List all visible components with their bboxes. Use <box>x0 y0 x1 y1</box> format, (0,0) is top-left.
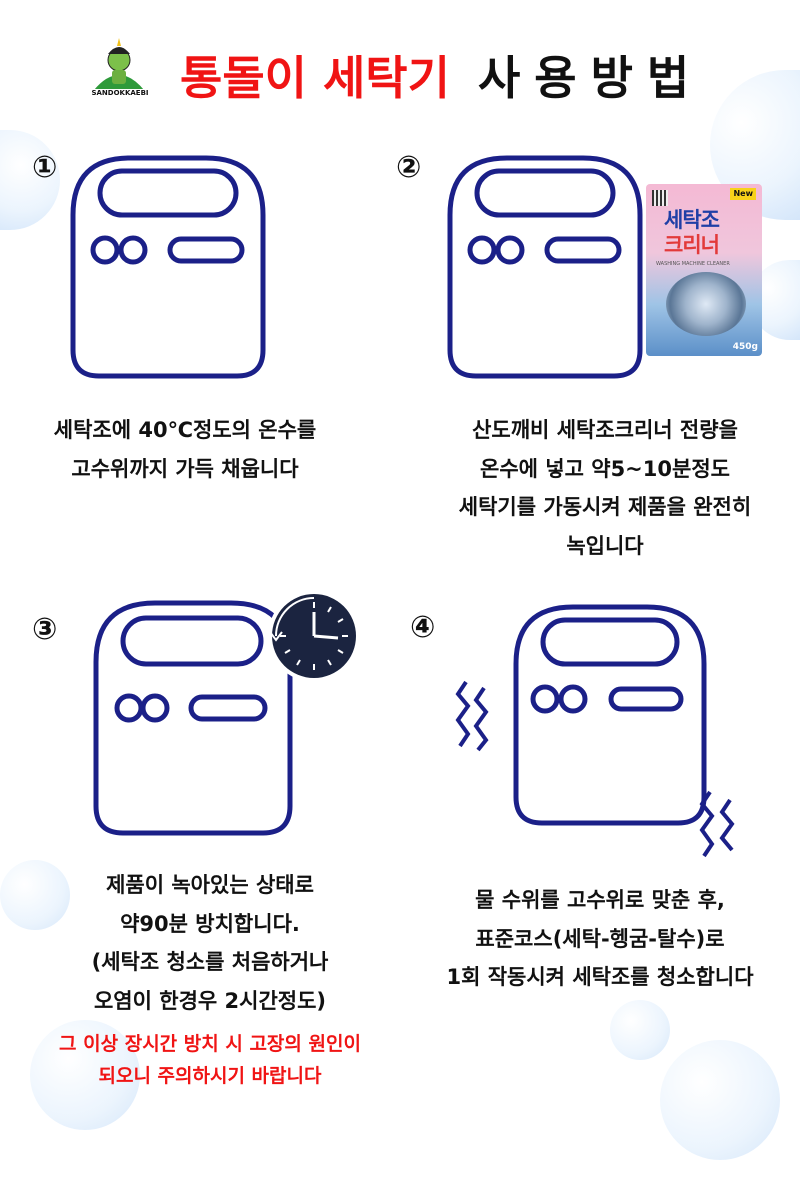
washing-machine-icon <box>93 600 293 836</box>
text-line: 세탁기를 가동시켜 제품을 완전히 <box>458 495 752 519</box>
text-line: 물 수위를 고수위로 맞춘 후, <box>475 888 725 912</box>
step-number-2: ② <box>396 150 422 185</box>
step-3-text: 제품이 녹아있는 상태로 약90분 방치합니다. (세탁조 청소를 처음하거나 … <box>59 866 361 1092</box>
step-2-text: 산도깨비 세탁조크리너 전량을 온수에 넣고 약5~10분정도 세탁기를 가동시… <box>459 411 751 565</box>
step-number-1: ① <box>32 150 58 185</box>
step-number-4: ④ <box>410 610 436 645</box>
text-line: 온수에 넣고 약5~10분정도 <box>480 456 730 481</box>
vibration-icon <box>455 680 489 752</box>
text-line: 세탁조에 40℃정도의 온수를 <box>53 418 317 442</box>
bubble-decoration <box>0 860 70 930</box>
product-subtitle: WASHING MACHINE CLEANER <box>656 261 730 267</box>
washing-machine-icon <box>513 604 707 826</box>
text-line: (세탁조 청소를 처음하거나 <box>91 950 329 974</box>
logo-text: SANDOKKAEBI <box>91 89 149 97</box>
text-line: 1회 작동시켜 세탁조를 청소합니다 <box>446 965 754 989</box>
text-line: 산도깨비 세탁조크리너 전량을 <box>472 418 738 442</box>
new-badge: New <box>730 188 756 200</box>
text-line: 제품이 녹아있는 상태로 <box>106 873 314 897</box>
step-4-text: 물 수위를 고수위로 맞춘 후, 표준코스(세탁-헹굼-탈수)로 1회 작동시켜… <box>446 881 753 997</box>
warning-line: 되오니 주의하시기 바랍니다 <box>98 1065 322 1087</box>
bubble-decoration <box>660 1040 780 1160</box>
warning-line: 그 이상 장시간 방치 시 고장의 원인이 <box>59 1033 361 1055</box>
text-line: 고수위까지 가득 채웁니다 <box>71 456 299 481</box>
product-weight: 450g <box>732 342 758 352</box>
bubble-decoration <box>610 1000 670 1060</box>
bubble-decoration <box>30 1020 140 1130</box>
title-dark: 사용방법 <box>477 51 704 105</box>
brand-logo: SANDOKKAEBI <box>90 38 149 98</box>
text-line: 표준코스(세탁-헹굼-탈수)로 <box>475 926 725 951</box>
title-red: 통돌이 세탁기 <box>180 51 450 105</box>
goblin-mascot-icon <box>92 38 146 97</box>
product-name-line1: 세탁조 <box>664 208 720 232</box>
page-title: 통돌이 세탁기 사용방법 <box>180 42 703 108</box>
text-line: 녹입니다 <box>566 533 644 558</box>
washing-machine-icon <box>447 155 643 379</box>
step-number-3: ③ <box>32 612 58 647</box>
vibration-icon <box>699 790 735 858</box>
product-package-image: New 세탁조 크리너 WASHING MACHINE CLEANER 450g <box>646 184 762 356</box>
qr-code <box>652 190 668 206</box>
product-name-line2: 크리너 <box>664 233 720 257</box>
text-line: 오염이 한경우 2시간정도) <box>93 988 327 1013</box>
text-line: 약90분 방치합니다. <box>120 911 300 936</box>
washing-machine-icon <box>70 155 266 379</box>
drum-image <box>666 272 746 336</box>
step-1-text: 세탁조에 40℃정도의 온수를 고수위까지 가득 채웁니다 <box>54 411 316 488</box>
clock-icon <box>268 590 360 682</box>
